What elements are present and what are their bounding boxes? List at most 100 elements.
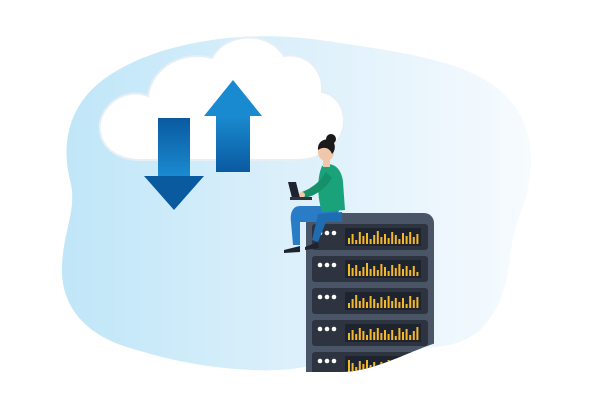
server-activity-bar xyxy=(358,271,361,276)
server-activity-bar xyxy=(376,328,379,340)
server-unit xyxy=(312,320,428,346)
server-activity-bar xyxy=(355,295,358,308)
server-activity-bar xyxy=(366,360,368,372)
server-activity-bar xyxy=(412,266,415,276)
server-activity-bar xyxy=(380,297,383,308)
person-figure xyxy=(284,134,345,253)
server-activity-bar xyxy=(351,234,354,244)
server-activity-bar xyxy=(376,270,379,276)
server-activity-bar xyxy=(355,367,358,372)
server-led xyxy=(324,262,330,268)
server-activity-bar xyxy=(373,266,376,276)
server-led xyxy=(317,326,323,332)
server-activity-bar xyxy=(387,334,390,340)
server-activity-bar xyxy=(416,366,419,372)
server-activity-bar xyxy=(409,296,412,308)
server-activity-bar xyxy=(398,302,401,308)
server-activity-bar xyxy=(412,331,415,340)
server-activity-bar xyxy=(358,361,361,372)
laptop-icon xyxy=(288,182,312,200)
server-activity-bar xyxy=(380,333,383,340)
server-activity-bar xyxy=(376,231,379,244)
server-led xyxy=(324,294,330,300)
server-activity-bar xyxy=(405,236,408,244)
server-activity-bar xyxy=(394,235,397,244)
server-activity-bar xyxy=(387,296,390,308)
server-activity-bar xyxy=(412,300,415,308)
server-activity-bar xyxy=(402,332,404,340)
server-activity-bar xyxy=(362,236,365,244)
server-led xyxy=(331,230,337,236)
server-activity-bar xyxy=(348,360,350,372)
server-activity-bar xyxy=(380,237,383,244)
server-activity-bar xyxy=(366,233,368,244)
server-activity-bar xyxy=(402,363,404,372)
server-activity-bar xyxy=(387,238,390,244)
server-activity-bar xyxy=(380,264,383,276)
server-led xyxy=(331,358,337,364)
server-activity-bar xyxy=(398,328,401,340)
server-led xyxy=(331,294,337,300)
server-activity-bar xyxy=(362,267,365,276)
server-unit xyxy=(312,256,428,282)
server-activity-bar xyxy=(373,235,376,244)
server-activity-bar xyxy=(384,234,386,244)
server-activity-bar xyxy=(402,298,404,308)
server-activity-bar xyxy=(394,268,397,276)
server-activity-bar xyxy=(362,364,365,372)
server-activity-bar xyxy=(380,362,383,372)
server-activity-bar xyxy=(402,233,404,244)
server-activity-bar xyxy=(348,264,350,276)
server-unit xyxy=(312,224,428,250)
server-activity-bar xyxy=(398,264,401,276)
server-activity-bar xyxy=(358,232,361,244)
server-activity-bar xyxy=(362,298,365,308)
server-activity-bar xyxy=(384,300,386,308)
server-led xyxy=(317,358,323,364)
server-activity-bar xyxy=(391,265,394,276)
server-activity-bar xyxy=(394,361,397,372)
server-led xyxy=(324,326,330,332)
server-activity-bar xyxy=(351,299,354,308)
server-led xyxy=(331,262,337,268)
server-activity-bar xyxy=(402,269,404,276)
server-activity-bar xyxy=(355,265,358,276)
server-led xyxy=(317,294,323,300)
server-activity-bar xyxy=(394,336,397,340)
server-activity-bar xyxy=(394,298,397,308)
server-activity-bar xyxy=(405,304,408,308)
download-arrow-icon xyxy=(144,118,204,210)
server-led xyxy=(324,230,330,236)
server-unit xyxy=(312,288,428,314)
server-activity-bar xyxy=(416,327,419,340)
server-activity-bar xyxy=(412,362,415,372)
server-activity-bar xyxy=(398,239,401,244)
server-activity-bar xyxy=(358,301,361,308)
server-activity-bar xyxy=(358,328,361,340)
server-activity-bar xyxy=(384,368,386,372)
server-activity-bar xyxy=(376,303,379,308)
server-activity-bar xyxy=(369,365,372,372)
server-activity-bar xyxy=(373,299,376,308)
server-units xyxy=(312,224,428,372)
server-activity-bar xyxy=(416,297,419,308)
server-activity-bar xyxy=(366,263,368,276)
server-activity-bar xyxy=(351,268,354,276)
server-activity-bar xyxy=(348,303,350,308)
server-activity-bar xyxy=(409,232,412,244)
server-activity-bar xyxy=(369,296,372,308)
upload-arrow-icon xyxy=(204,80,262,172)
server-activity-bar xyxy=(369,269,372,276)
server-activity-bar xyxy=(384,330,386,340)
server-activity-bar xyxy=(409,270,412,276)
server-activity-bar xyxy=(348,238,350,244)
server-activity-bar xyxy=(409,365,412,372)
server-activity-bar xyxy=(366,302,368,308)
server-activity-bar xyxy=(351,363,354,372)
server-activity-bar xyxy=(405,329,408,340)
server-activity-bar xyxy=(369,239,372,244)
server-led xyxy=(331,326,337,332)
server-activity-bar xyxy=(387,271,390,276)
server-activity-bar xyxy=(391,330,394,340)
server-activity-bar xyxy=(366,335,368,340)
